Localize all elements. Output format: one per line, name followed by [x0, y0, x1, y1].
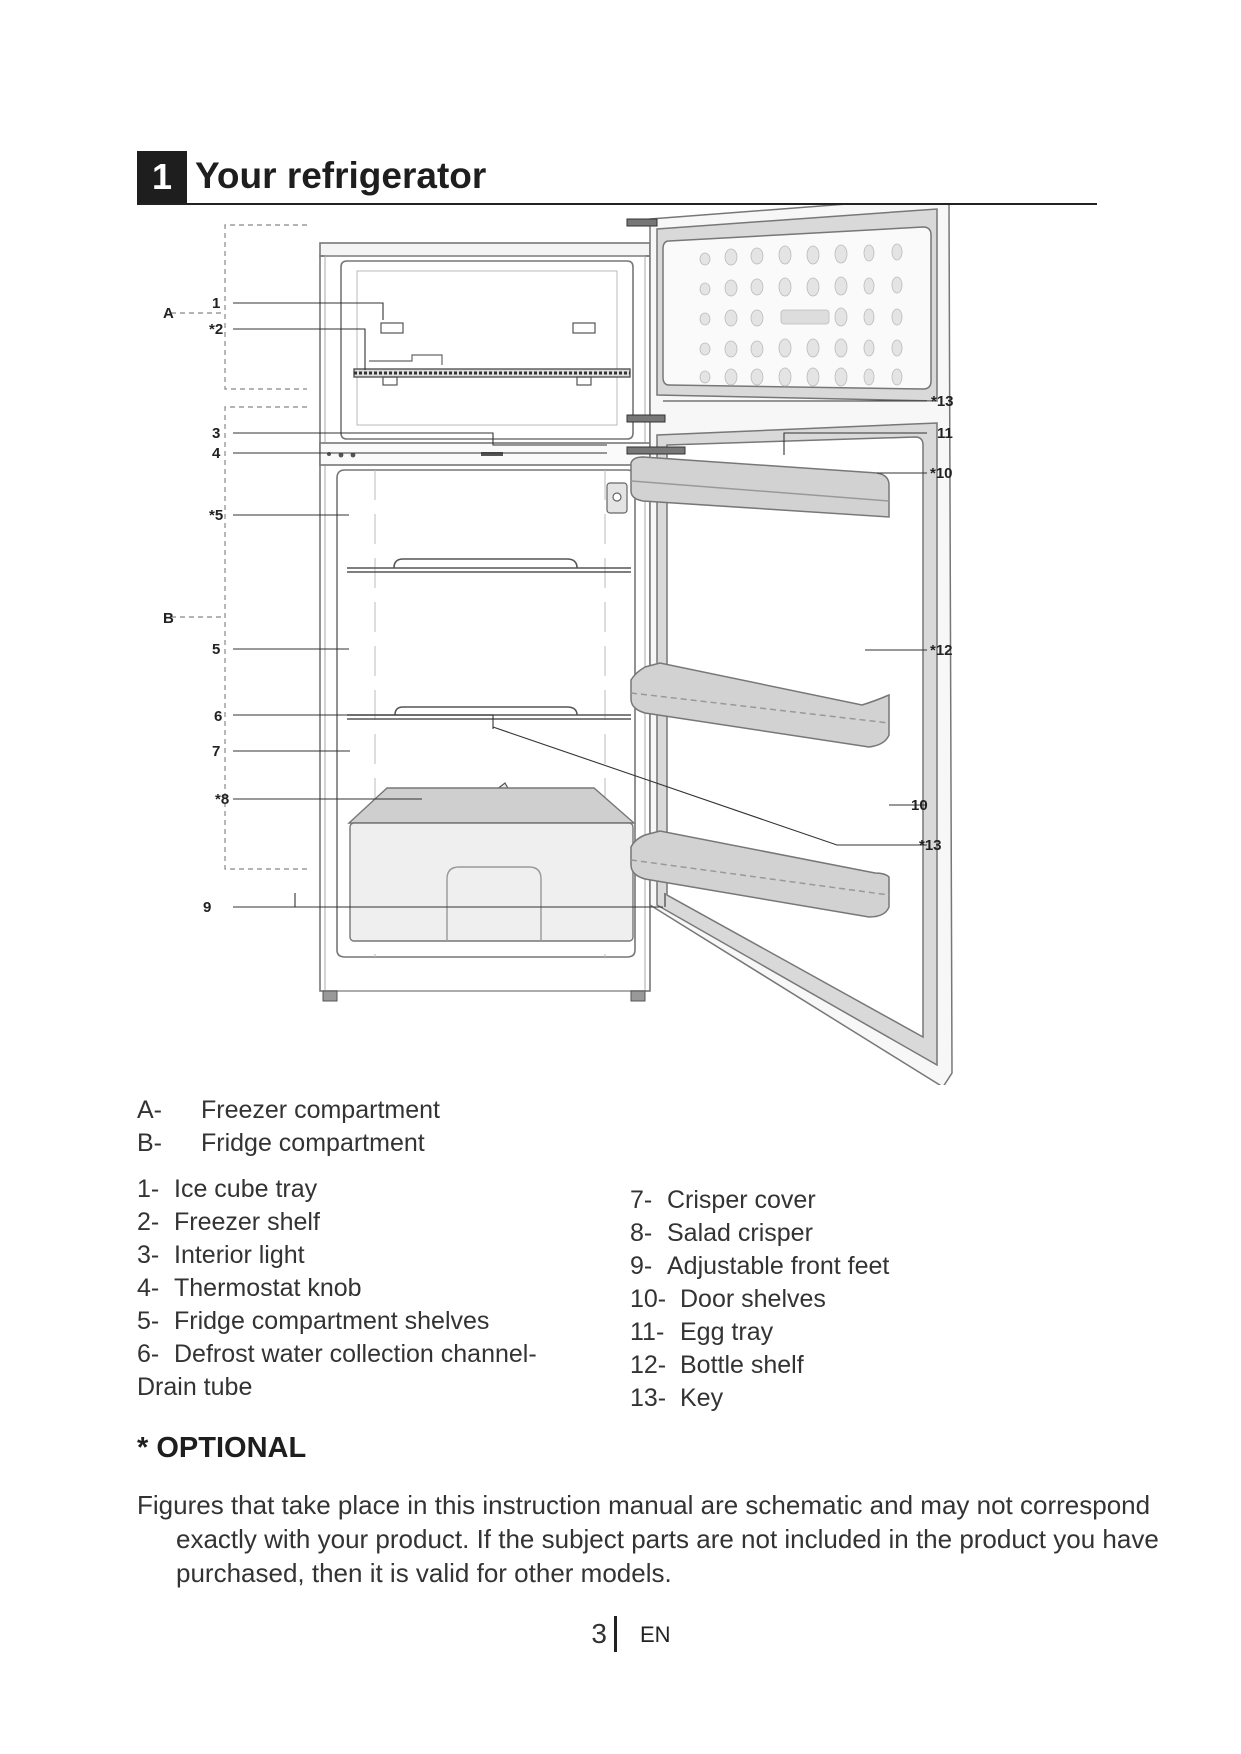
section-header: 1 Your refrigerator [137, 151, 1097, 205]
legend-key: 6- [137, 1340, 160, 1368]
legend-row: 4- Thermostat knob [137, 1272, 557, 1305]
legend-row: 2- Freezer shelf [137, 1206, 557, 1239]
callout-10: 10 [911, 797, 928, 814]
adjustable-feet [322, 990, 646, 1002]
legend-row: 11- Egg tray [630, 1316, 889, 1349]
legend-key: B- [137, 1129, 162, 1157]
legend-label: Interior light [174, 1241, 305, 1269]
legend-label: Freezer shelf [174, 1208, 320, 1236]
refrigerator-diagram: A B 1 *2 3 4 *5 5 6 7 *8 9 *13 11 *10 *1… [163, 205, 954, 1085]
legend-row: 8- Salad crisper [630, 1217, 889, 1250]
callout-10-optional: *10 [930, 465, 953, 482]
callout-5-optional: *5 [209, 507, 223, 524]
legend-key: 13- [630, 1384, 667, 1412]
legend-row: 13- Key [630, 1382, 889, 1415]
legend-row: 9- Adjustable front feet [630, 1250, 889, 1283]
callout-4: 4 [212, 445, 221, 462]
cabinet [319, 242, 651, 992]
language-code: EN [640, 1622, 671, 1647]
legend-row: 10- Door shelves [630, 1283, 889, 1316]
compartment-legend: A- Freezer compartment B- Fridge compart… [137, 1094, 440, 1160]
legend-key: 9- [630, 1252, 653, 1280]
compartment-brackets [171, 224, 307, 870]
ice-cube-tray [369, 354, 443, 365]
callout-6: 6 [214, 708, 222, 725]
callout-12: *12 [930, 642, 953, 659]
legend-key: 4- [137, 1274, 160, 1302]
door-hinges [626, 218, 686, 455]
legend-row: 3- Interior light [137, 1239, 557, 1272]
callout-5: 5 [212, 641, 220, 658]
callout-3: 3 [212, 425, 220, 442]
page-footer: 3 EN [0, 1614, 1241, 1654]
legend-key: 11- [630, 1318, 665, 1346]
callout-B: B [163, 610, 174, 627]
section-title: Your refrigerator [195, 155, 487, 196]
thermostat-housing [606, 482, 628, 514]
legend-label: Door shelves [680, 1285, 826, 1313]
legend-key: 8- [630, 1219, 653, 1247]
section-number: 1 [137, 151, 187, 203]
legend-key: 1- [137, 1175, 160, 1203]
door-shelves [630, 456, 890, 918]
legend-key: 10- [630, 1285, 667, 1313]
callout-2: *2 [209, 321, 223, 338]
legend-label: Crisper cover [667, 1186, 816, 1214]
footer-divider [614, 1616, 617, 1652]
freezer-door-egg-dimples [699, 243, 903, 387]
callout-1: 1 [212, 295, 220, 312]
legend-label: Freezer compartment [201, 1096, 440, 1124]
legend-key: 2- [137, 1208, 160, 1236]
legend-label: Fridge compartment shelves [174, 1307, 490, 1335]
legend-label: Salad crisper [667, 1219, 813, 1247]
legend-row: 7- Crisper cover [630, 1184, 889, 1217]
page-number: 3 [591, 1618, 607, 1649]
legend-row: 1- Ice cube tray [137, 1173, 557, 1206]
legend-label: Egg tray [680, 1318, 774, 1346]
legend-key: 5- [137, 1307, 160, 1335]
legend-key: A- [137, 1096, 162, 1124]
parts-legend-right: 7- Crisper cover 8- Salad crisper 9- Adjust… [630, 1184, 889, 1415]
callout-13-top: *13 [931, 393, 954, 410]
legend-key: 3- [137, 1241, 160, 1269]
leader-lines [233, 302, 927, 908]
door [649, 205, 953, 1085]
callout-9: 9 [203, 899, 211, 916]
legend-label: Defrost water collection channel- Drain … [137, 1340, 537, 1401]
legend-label: Fridge compartment [201, 1129, 425, 1157]
legend-row: A- Freezer compartment [137, 1094, 440, 1127]
legend-label: Thermostat knob [174, 1274, 362, 1302]
legend-label: Bottle shelf [680, 1351, 804, 1379]
callout-labels: A B 1 *2 3 4 *5 5 6 7 *8 9 *13 11 *10 *1… [163, 295, 954, 916]
freezer-shelf [353, 322, 631, 386]
legend-key: 12- [630, 1351, 667, 1379]
crisper [347, 787, 636, 942]
legend-row: B- Fridge compartment [137, 1127, 440, 1160]
legend-row: 12- Bottle shelf [630, 1349, 889, 1382]
parts-legend-left: 1- Ice cube tray 2- Freezer shelf 3- Interi… [137, 1173, 557, 1404]
callout-7: 7 [212, 743, 220, 760]
callout-8: *8 [215, 791, 229, 808]
disclaimer-note: Figures that take place in this instruct… [137, 1490, 1159, 1588]
callout-13-bottom: *13 [919, 837, 942, 854]
fridge-shelves [347, 558, 631, 720]
legend-label: Key [680, 1384, 724, 1412]
callout-A: A [163, 305, 174, 322]
legend-row: 5- Fridge compartment shelves [137, 1305, 557, 1338]
legend-row: 6-Defrost water collection channel- Drai… [137, 1338, 557, 1404]
legend-label: Adjustable front feet [667, 1252, 890, 1280]
legend-key: 7- [630, 1186, 653, 1214]
callout-11: 11 [937, 425, 953, 442]
optional-heading: * OPTIONAL [137, 1432, 307, 1464]
legend-label: Ice cube tray [174, 1175, 318, 1203]
